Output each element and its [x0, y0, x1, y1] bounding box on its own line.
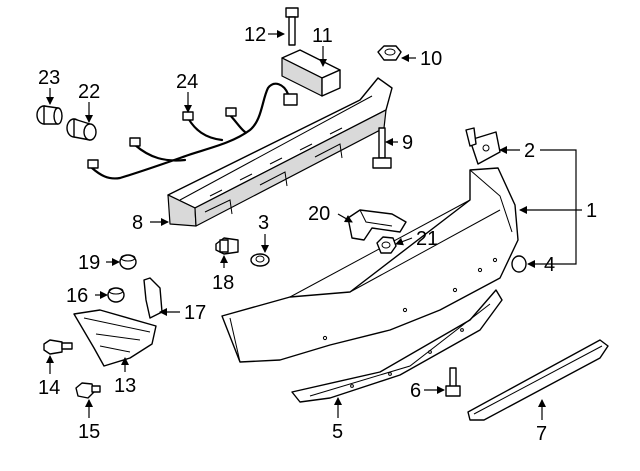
lower-valance-part-5 — [291, 289, 503, 403]
bolt-part-15 — [75, 382, 101, 399]
callout-2: 2 — [524, 140, 535, 162]
nut-part-10 — [377, 45, 402, 61]
trim-strip-part-7 — [467, 339, 609, 421]
callout-3: 3 — [258, 212, 269, 234]
bolt-part-14 — [43, 339, 73, 355]
cap-part-4 — [511, 255, 527, 273]
callout-labels: 12 11 10 24 22 23 9 2 1 4 8 3 20 21 18 1… — [38, 24, 597, 445]
callout-6: 6 — [410, 380, 421, 402]
callout-15: 15 — [78, 421, 100, 443]
clip-part-19 — [119, 254, 137, 270]
callout-16: 16 — [66, 285, 88, 307]
bolt-part-18 — [215, 237, 239, 255]
callout-21: 21 — [416, 228, 438, 250]
callout-1: 1 — [586, 200, 597, 222]
nut-part-21 — [376, 236, 397, 254]
reinforcement-part-8 — [167, 77, 393, 227]
callout-20: 20 — [308, 203, 330, 225]
bolt-part-12 — [285, 7, 299, 46]
foam-block-part-11 — [281, 49, 341, 97]
callout-14: 14 — [38, 377, 60, 399]
leader-lines — [46, 30, 582, 420]
callout-8: 8 — [132, 212, 143, 234]
callout-24: 24 — [176, 71, 198, 93]
callout-7: 7 — [536, 423, 547, 445]
bolt-part-9 — [372, 127, 392, 169]
callout-5: 5 — [332, 421, 343, 443]
callout-19: 19 — [78, 252, 100, 274]
callout-17: 17 — [184, 302, 206, 324]
callout-11: 11 — [312, 25, 333, 47]
callout-12: 12 — [244, 24, 266, 46]
callout-23: 23 — [38, 67, 60, 89]
bracket-part-20 — [347, 209, 407, 241]
guide-bracket-part-13 — [73, 309, 157, 367]
clip-part-16 — [107, 287, 125, 303]
callout-18: 18 — [212, 272, 234, 294]
callout-9: 9 — [402, 132, 413, 154]
sensor-holder-part-22 — [66, 118, 97, 141]
bolt-part-6 — [445, 367, 461, 397]
callout-10: 10 — [420, 48, 442, 70]
nut-part-3 — [250, 253, 270, 267]
sensor-part-23 — [36, 105, 63, 125]
bracket-part-2 — [465, 127, 501, 165]
callout-13: 13 — [114, 375, 136, 397]
seal-part-17 — [143, 277, 163, 319]
wiring-harness-part-24 — [87, 82, 298, 180]
callout-4: 4 — [544, 254, 555, 276]
callout-22: 22 — [78, 81, 100, 103]
